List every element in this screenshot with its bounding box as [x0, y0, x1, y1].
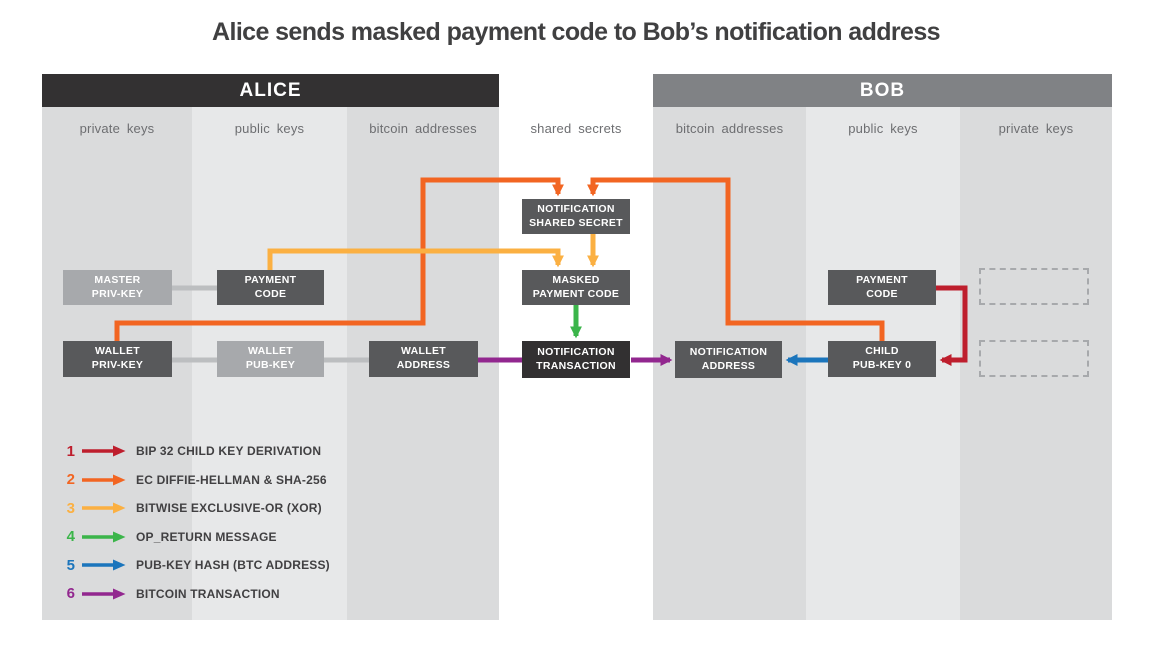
box-bob-privkey-placeholder-2	[979, 340, 1089, 377]
legend-number-6: 6	[66, 585, 75, 603]
legend-label-5: PUB-KEY HASH (BTC ADDRESS)	[136, 558, 330, 573]
page-title: Alice sends masked payment code to Bob’s…	[212, 18, 941, 46]
box-notification-transaction: NOTIFICATION TRANSACTION	[522, 341, 630, 378]
box-wallet-address: WALLET ADDRESS	[369, 341, 478, 377]
legend-row-3: 3 BITWISE EXCLUSIVE-OR (XOR)	[60, 494, 330, 523]
box-payment-code-bob: PAYMENT CODE	[828, 270, 936, 305]
legend-row-1: 1 BIP 32 CHILD KEY DERIVATION	[60, 437, 330, 466]
legend-arrow-icon-orange	[82, 474, 126, 486]
bob-header: BOB	[653, 74, 1112, 107]
column-label-bob-bitcoin-addresses: bitcoin addresses	[675, 121, 784, 136]
box-child-pub-key-0: CHILD PUB-KEY 0	[828, 341, 936, 377]
legend-row-4: 4 OP_RETURN MESSAGE	[60, 523, 330, 552]
legend-row-2: 2 EC DIFFIE-HELLMAN & SHA-256	[60, 466, 330, 495]
legend-arrow-icon-blue	[82, 559, 126, 571]
legend-arrow-icon-yellow	[82, 502, 126, 514]
column-label-shared-secrets: shared secrets	[530, 121, 622, 136]
legend-number-5: 5	[66, 556, 75, 574]
legend-row-5: 5 PUB-KEY HASH (BTC ADDRESS)	[60, 551, 330, 580]
box-payment-code-alice: PAYMENT CODE	[217, 270, 324, 305]
legend: 1 BIP 32 CHILD KEY DERIVATION 2 EC DIFFI…	[60, 437, 330, 608]
box-notification-address: NOTIFICATION ADDRESS	[675, 341, 782, 378]
legend-number-2: 2	[66, 471, 75, 489]
column-label-alice-private-keys: private keys	[79, 121, 155, 136]
column-label-bob-public-keys: public keys	[848, 121, 918, 136]
legend-arrow-icon-green	[82, 531, 126, 543]
legend-label-1: BIP 32 CHILD KEY DERIVATION	[136, 444, 322, 459]
legend-arrow-icon-red	[82, 445, 126, 457]
box-notification-shared-secret: NOTIFICATION SHARED SECRET	[522, 199, 630, 234]
column-bob-private-keys-bg	[960, 107, 1112, 620]
box-bob-privkey-placeholder-1	[979, 268, 1089, 305]
legend-label-3: BITWISE EXCLUSIVE-OR (XOR)	[136, 501, 322, 516]
legend-number-3: 3	[66, 499, 75, 517]
box-wallet-priv-key: WALLET PRIV-KEY	[63, 341, 172, 377]
column-label-bob-private-keys: private keys	[998, 121, 1074, 136]
legend-arrow-icon-purple	[82, 588, 126, 600]
legend-label-4: OP_RETURN MESSAGE	[136, 529, 277, 544]
box-wallet-pub-key: WALLET PUB-KEY	[217, 341, 324, 377]
box-master-priv-key: MASTER PRIV-KEY	[63, 270, 172, 305]
legend-row-6: 6 BITCOIN TRANSACTION	[60, 580, 330, 609]
column-label-alice-bitcoin-addresses: bitcoin addresses	[369, 121, 477, 136]
box-masked-payment-code: MASKED PAYMENT CODE	[522, 270, 630, 305]
alice-header: ALICE	[42, 74, 499, 107]
legend-number-1: 1	[66, 442, 75, 460]
column-label-alice-public-keys: public keys	[234, 121, 305, 136]
legend-number-4: 4	[66, 528, 75, 546]
legend-label-6: BITCOIN TRANSACTION	[136, 586, 280, 601]
legend-label-2: EC DIFFIE-HELLMAN & SHA-256	[136, 472, 327, 487]
